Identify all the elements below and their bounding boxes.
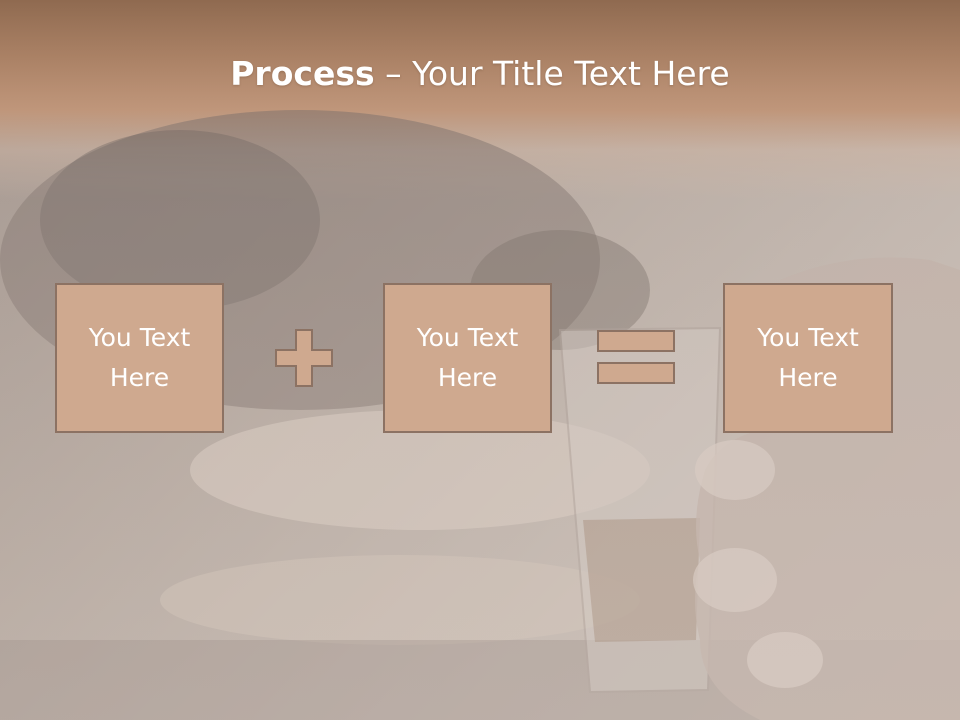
process-box-3[interactable]: You Text Here — [723, 283, 893, 433]
process-box-2-line-2: Here — [437, 363, 498, 392]
process-box-2-line-1: You Text — [416, 323, 519, 352]
equals-icon — [597, 330, 675, 384]
process-box-1[interactable]: You Text Here — [55, 283, 224, 433]
process-box-3-line-1: You Text — [757, 323, 859, 352]
plus-icon — [275, 329, 333, 387]
process-box-3-line-2: Here — [778, 363, 838, 392]
process-box-1-text: You Text Here — [75, 318, 205, 398]
process-box-3-text: You Text Here — [743, 318, 873, 398]
title-rest: – Your Title Text Here — [374, 54, 730, 93]
process-box-2[interactable]: You Text Here — [383, 283, 552, 433]
process-box-2-text: You Text Here — [403, 318, 533, 398]
process-box-1-line-2: Here — [109, 363, 170, 392]
slide-title: Process – Your Title Text Here — [0, 50, 960, 98]
process-box-1-line-1: You Text — [88, 323, 191, 352]
title-bold: Process — [230, 54, 375, 93]
